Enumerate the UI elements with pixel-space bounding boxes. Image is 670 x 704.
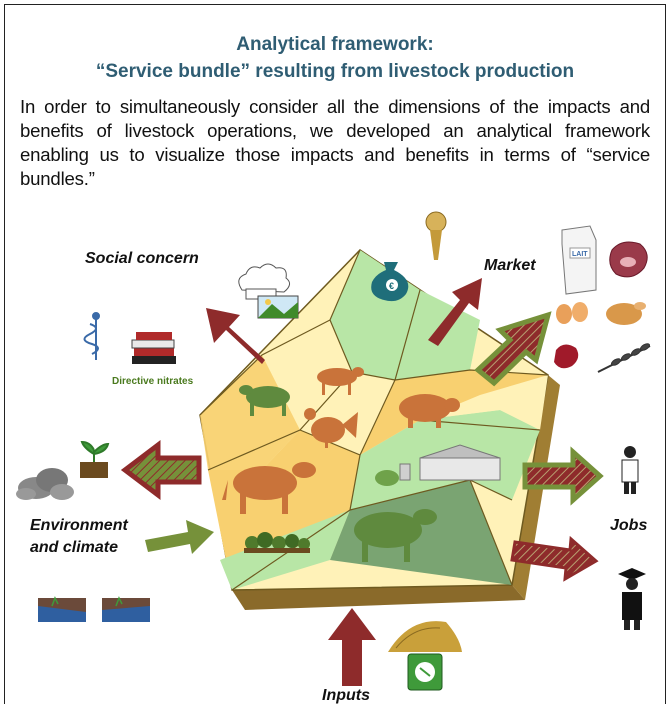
social-arrow [206,308,265,364]
landscape-icon [257,295,299,319]
caduceus-icon [83,312,100,360]
milk-carton-icon: LAIT [561,225,597,295]
jobs-arrow-lower [510,535,599,582]
money-bag-icon: € [371,262,409,302]
pentagon [199,249,560,610]
page-frame [4,4,666,704]
chef-hat-icon [238,263,290,300]
label-inputs: Inputs [322,687,370,704]
inputs-arrow [328,608,376,686]
label-environment-line2: and climate [30,539,118,556]
cow-icon-small [317,367,364,395]
books-icon [131,332,176,364]
chicken-icon-field [304,408,358,448]
label-jobs: Jobs [610,517,647,534]
label-market: Market [484,257,536,274]
pig-icon [399,394,460,428]
chicken-icon [606,302,646,325]
label-directive-nitrates: Directive nitrates [112,376,194,387]
cow-icon-large [222,462,316,514]
eggs-icon [556,302,588,324]
label-environment-line1: Environment [30,517,128,534]
plant-soil-icon [80,440,110,478]
medal-icon [425,211,447,260]
steak-icon [554,344,579,369]
graduate-icon [618,568,646,630]
trees [244,532,310,553]
intro-paragraph: In order to simultaneously consider all … [20,96,650,189]
doctor-icon [621,446,639,494]
fertilizer-bag-icon [407,653,443,691]
cloud-icon [16,468,74,500]
soil-profile-icon [38,596,150,622]
environment-impact-arrow [120,439,202,501]
animals [222,367,460,562]
jobs-arrow-upper [522,446,604,506]
market-inward-arrow [428,278,482,346]
grain-pile-icon [388,621,462,652]
cow-icon-dark [354,509,437,562]
euro-symbol: € [389,281,394,291]
meat-icon [609,241,648,278]
environment-arrow [145,520,214,554]
wheat-icon [597,343,651,373]
page-title: Analytical framework: [236,34,434,55]
cow-icon-green [239,385,290,416]
market-outward-arrow [474,311,552,387]
label-social-concern: Social concern [85,250,199,267]
milk-label: LAIT [572,251,588,258]
page-subtitle: “Service bundle” resulting from livestoc… [95,61,575,82]
